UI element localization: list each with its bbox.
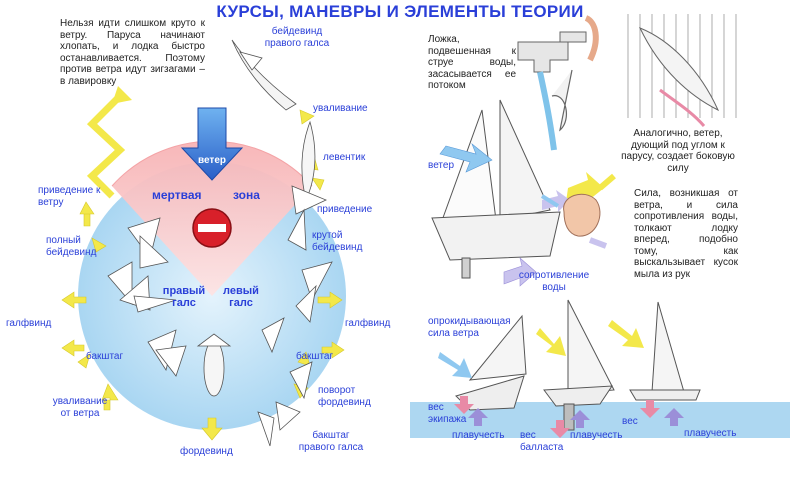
boats	[107, 39, 333, 447]
catamaran	[629, 301, 701, 401]
ballast-weight-label: вес балласта	[520, 430, 564, 453]
label-leventik: левентик	[323, 152, 366, 163]
water-resistance-arrow	[503, 257, 537, 287]
water-stream	[537, 71, 557, 151]
forces-note: Сила, возникшая от ветра, и сила сопроти…	[634, 188, 738, 280]
wind-arrow	[180, 107, 244, 181]
label-galfwind-right: галфвинд	[345, 318, 391, 329]
label-uvalivanie-ot-vetra: уваливание от ветра	[52, 396, 108, 419]
label-krutoy-beidewind: крутой бейдевинд	[312, 230, 363, 253]
wind-arrow-right-panel	[439, 143, 493, 173]
label-privedenie-right: приведение	[317, 204, 373, 215]
left-tack-label: левый галс	[223, 285, 259, 309]
soap-hand-icon	[563, 193, 601, 237]
sailboat-main	[431, 99, 561, 279]
tacking-zigzag	[86, 95, 126, 199]
keelboat	[543, 299, 615, 431]
water-resistance-label: сопротивление воды	[518, 270, 590, 293]
dead-zone-label-2: зона	[233, 188, 260, 202]
label-bakshtag-left: бакштаг	[86, 351, 124, 362]
dinghy-heeling	[455, 314, 527, 411]
spoon-icon	[551, 69, 573, 132]
tacking-note: Нельзя идти слишком круто к ветру. Парус…	[60, 18, 205, 87]
stop-sign-icon	[192, 208, 232, 248]
label-galfwind-left: галфвинд	[6, 318, 52, 329]
wind-label-right: ветер	[428, 160, 455, 171]
label-privedenie-k-vetru: приведение к ветру	[38, 185, 101, 208]
label-fordewind: фордевинд	[180, 446, 233, 457]
label-bakshtag-right: бакштаг	[296, 351, 334, 362]
weight-label: вес	[622, 416, 638, 427]
label-polny-beidewind: полный бейдевинд	[46, 235, 97, 258]
course-arrows	[61, 109, 345, 441]
buoyancy-label-2: плавучесть	[570, 430, 623, 441]
dead-zone-label: мертвая	[152, 188, 202, 202]
spoon-note: Ложка, подвешенная к струе воды, засасыв…	[428, 34, 516, 91]
label-bakshtag-right-tack: бакштаг правого галса	[298, 430, 364, 453]
label-beidewind-right-tack: бейдевинд правого галса	[264, 26, 330, 49]
right-tack-label: правый галс	[162, 285, 206, 309]
sail-shape	[638, 27, 720, 112]
points-of-sail-diagram	[61, 39, 346, 447]
buoyancy-label-3: плавучесть	[684, 428, 737, 439]
wind-arrow-label: ветер	[197, 155, 226, 166]
page-title: КУРСЫ, МАНЕВРЫ И ЭЛЕМЕНТЫ ТЕОРИИ	[216, 2, 584, 21]
force-arrows	[454, 396, 684, 438]
crew-weight-label: вес экипажа	[428, 402, 467, 425]
label-povorot-fordewind: поворот фордевинд	[318, 385, 371, 408]
faucet-icon	[517, 31, 587, 73]
buoyancy-label-1: плавучесть	[452, 430, 505, 441]
capsize-force-label: опрокидывающая сила ветра	[428, 316, 511, 339]
sail-theory-illustrations	[410, 14, 790, 438]
label-uvalivanie-top: уваливание	[313, 103, 368, 114]
wind-sail-note: Аналогично, ветер, дующий под углом к па…	[621, 128, 735, 174]
